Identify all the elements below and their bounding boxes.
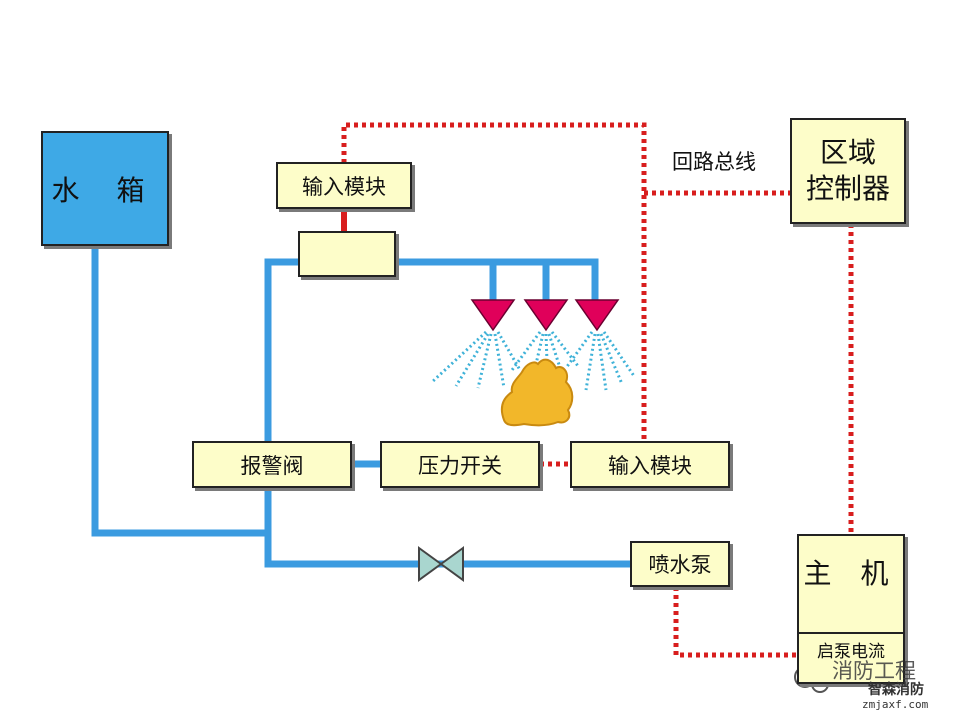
gate-valve-icon <box>418 546 464 582</box>
host-controller: 主 机 启泵电流 <box>797 534 905 684</box>
pump-to-host <box>673 587 798 658</box>
sprinkler-heads <box>470 299 620 332</box>
watermark: 消防工程 智森消防 zmjaxf.com <box>832 660 960 720</box>
area-controller-text: 区域 控制器 <box>806 135 890 207</box>
pressure-switch: 压力开关 <box>380 441 540 488</box>
fire-icon <box>500 358 574 427</box>
area-controller: 区域 控制器 <box>790 118 906 224</box>
watermark-line1: 消防工程 <box>832 659 916 683</box>
sprinkler-head-1 <box>470 299 516 332</box>
loop-bus-top <box>341 122 647 446</box>
pipe-tank-to-valve <box>91 242 272 537</box>
input-module-top-label: 输入模块 <box>302 174 386 199</box>
sprinkler-pump-label: 喷水泵 <box>648 553 712 577</box>
water-tank: 水 箱 <box>41 131 169 246</box>
pipe-valve-to-pump-line <box>264 484 634 568</box>
input-module-bottom: 输入模块 <box>570 441 730 488</box>
signal-lines <box>341 122 854 658</box>
alarm-valve: 报警阀 <box>192 441 352 488</box>
water-pipes <box>91 242 634 568</box>
pressure-switch-label: 压力开关 <box>418 453 502 478</box>
watermark-url: zmjaxf.com <box>862 698 929 711</box>
area-controller-line2: 控制器 <box>805 172 890 205</box>
pipe-header <box>392 258 599 304</box>
alarm-valve-label: 报警阀 <box>240 453 304 478</box>
pump-current-label: 启泵电流 <box>817 641 885 662</box>
input-module-bottom-label: 输入模块 <box>608 453 692 478</box>
water-tank-label: 水 箱 <box>51 173 159 207</box>
loop-bus-label: 回路总线 <box>672 150 756 174</box>
pump-current-section: 启泵电流 <box>799 632 903 664</box>
input-module-top: 输入模块 <box>276 162 412 209</box>
pipe-riser <box>264 258 304 450</box>
sprinkler-pump: 喷水泵 <box>630 541 730 587</box>
sprinkler-head-3 <box>574 299 620 332</box>
watermark-line2: 智森消防 <box>868 682 924 698</box>
area-controller-line1: 区域 <box>819 136 876 169</box>
water-flow-indicator <box>298 231 396 277</box>
host-label: 主 机 <box>803 557 899 590</box>
sprinkler-head-2 <box>523 299 569 332</box>
